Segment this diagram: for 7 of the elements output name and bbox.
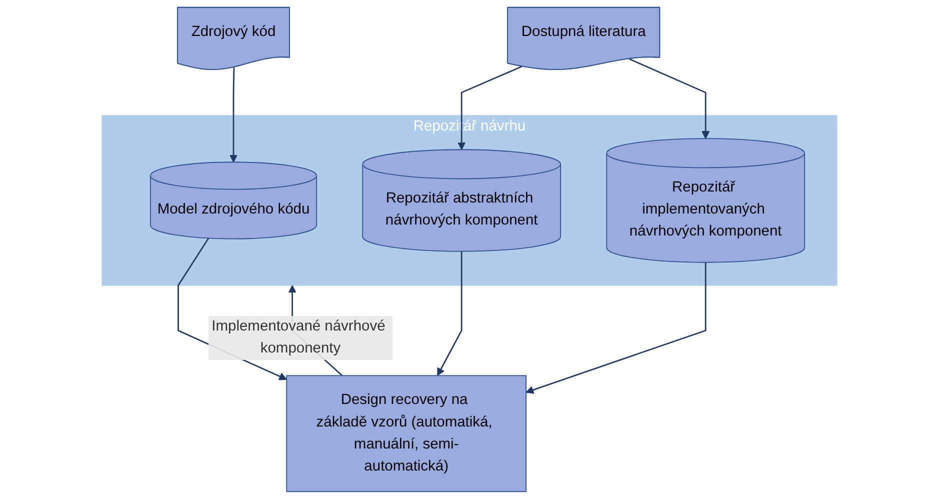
- arrow: [526, 262, 706, 394]
- arrow: [458, 66, 522, 150]
- arrow: [437, 251, 462, 376]
- arrow: [629, 58, 710, 139]
- node-box: Design recovery na základě vzorů (automatiká, manuální, semi-automatická): [286, 375, 526, 492]
- edge-label: Implementované návrhové komponenty: [212, 318, 386, 356]
- arrow: [229, 67, 238, 162]
